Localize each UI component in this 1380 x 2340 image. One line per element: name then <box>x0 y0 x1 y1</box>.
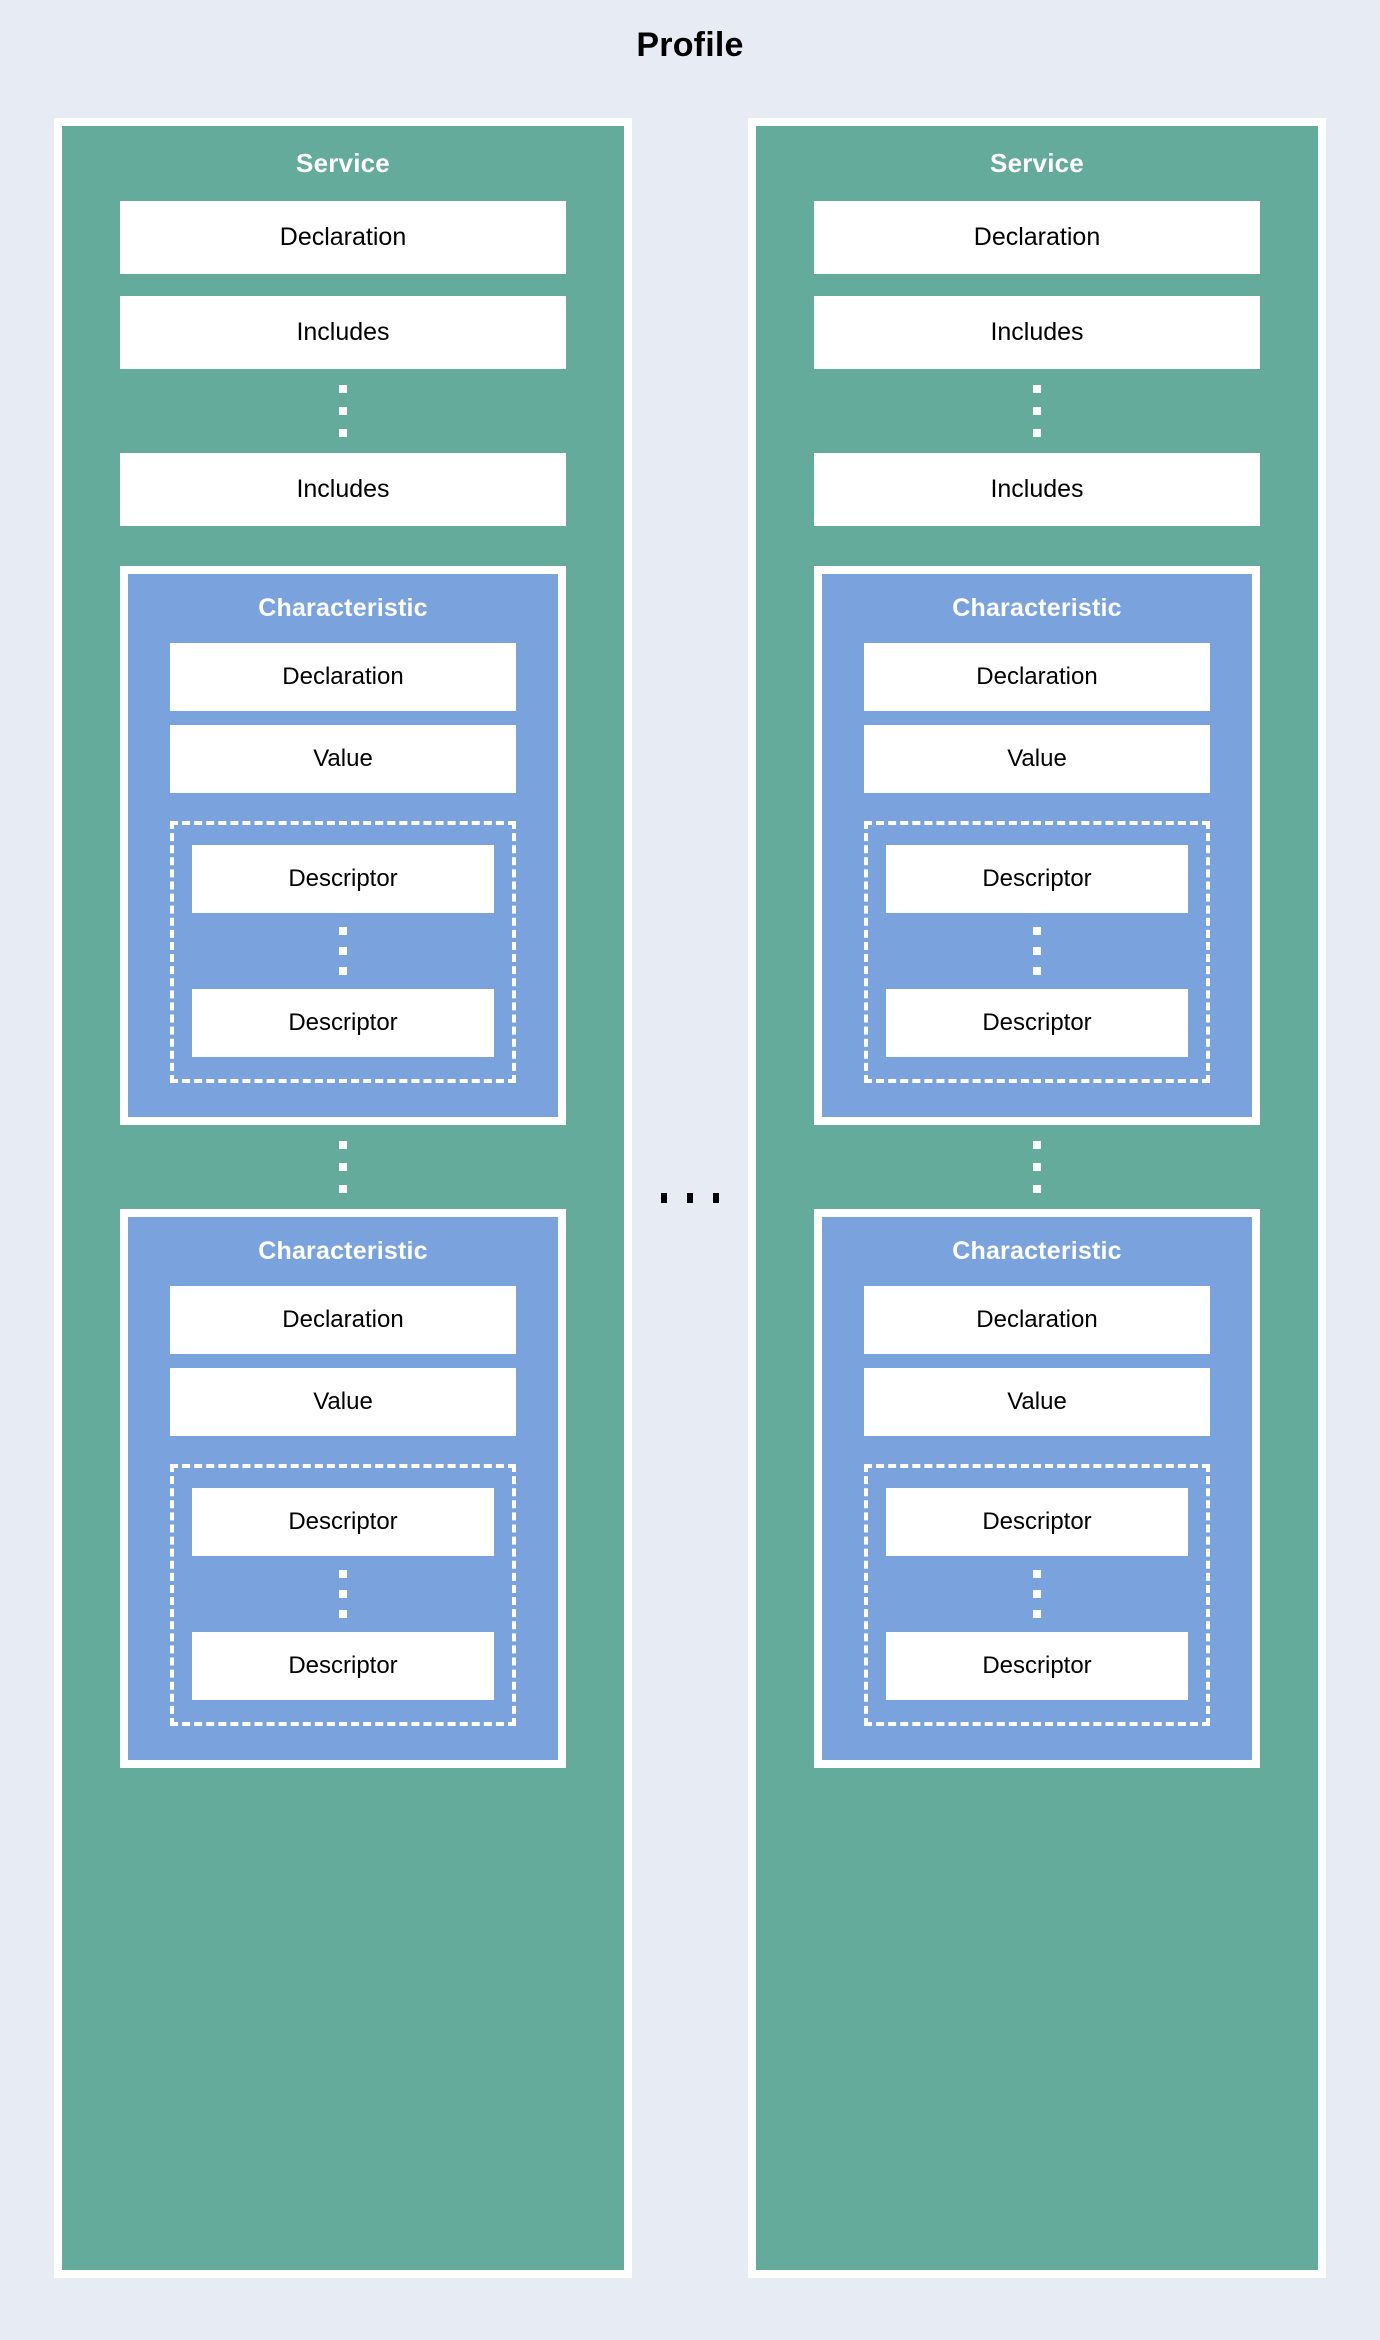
between-services-ellipsis-wrap <box>661 118 719 2278</box>
spacer <box>864 711 1210 725</box>
ellipsis-dot <box>339 1141 347 1149</box>
spacer <box>814 526 1260 566</box>
ellipsis-dot <box>1033 1570 1041 1578</box>
ellipsis-dot <box>1033 1590 1041 1598</box>
ellipsis-dot <box>713 1193 719 1203</box>
descriptor-box-last[interactable]: Descriptor <box>192 1632 494 1700</box>
ellipsis-dot <box>1033 967 1041 975</box>
descriptor-box-first[interactable]: Descriptor <box>192 845 494 913</box>
descriptor-box-last[interactable]: Descriptor <box>886 989 1188 1057</box>
spacer <box>170 793 516 821</box>
ellipsis-dot <box>1033 1610 1041 1618</box>
spacer <box>170 1354 516 1368</box>
service-box-1[interactable]: Service Declaration Includes Includes Ch… <box>748 118 1326 2278</box>
characteristic-declaration-box[interactable]: Declaration <box>170 643 516 711</box>
characteristic-box-0[interactable]: Characteristic Declaration Value Descrip… <box>814 566 1260 1125</box>
spacer <box>120 274 566 296</box>
ellipsis-dot <box>1033 407 1041 415</box>
service-title: Service <box>990 148 1084 178</box>
ellipsis-dot <box>339 385 347 393</box>
service-includes-box-first[interactable]: Includes <box>814 296 1260 369</box>
ellipsis-dot <box>339 947 347 955</box>
characteristic-box-0[interactable]: Characteristic Declaration Value Descrip… <box>120 566 566 1125</box>
descriptor-box-last[interactable]: Descriptor <box>886 1632 1188 1700</box>
ellipsis-dot <box>339 407 347 415</box>
descriptor-box-first[interactable]: Descriptor <box>886 845 1188 913</box>
descriptor-box-first[interactable]: Descriptor <box>886 1488 1188 1556</box>
ellipsis-dot <box>1033 385 1041 393</box>
characteristics-ellipsis <box>120 1125 566 1209</box>
service-includes-box-last[interactable]: Includes <box>120 453 566 526</box>
service-includes-ellipsis <box>120 369 566 453</box>
service-title: Service <box>296 148 390 178</box>
spacer <box>864 1436 1210 1464</box>
characteristic-title: Characteristic <box>952 594 1122 622</box>
spacer <box>864 793 1210 821</box>
characteristic-declaration-box[interactable]: Declaration <box>864 643 1210 711</box>
descriptor-ellipsis <box>886 913 1188 989</box>
ellipsis-dot <box>661 1193 667 1203</box>
descriptor-group: Descriptor Descriptor <box>864 821 1210 1083</box>
descriptor-box-last[interactable]: Descriptor <box>192 989 494 1057</box>
service-declaration-box[interactable]: Declaration <box>814 201 1260 274</box>
characteristic-title: Characteristic <box>258 1237 428 1265</box>
descriptor-group: Descriptor Descriptor <box>170 1464 516 1726</box>
characteristics-ellipsis <box>814 1125 1260 1209</box>
ellipsis-dot <box>1033 429 1041 437</box>
characteristic-box-1[interactable]: Characteristic Declaration Value Descrip… <box>120 1209 566 1768</box>
spacer <box>120 526 566 566</box>
characteristic-value-box[interactable]: Value <box>864 1368 1210 1436</box>
spacer <box>814 274 1260 296</box>
spacer <box>864 1354 1210 1368</box>
descriptor-ellipsis <box>886 1556 1188 1632</box>
descriptor-group: Descriptor Descriptor <box>170 821 516 1083</box>
ellipsis-dot <box>339 1570 347 1578</box>
services-row: Service Declaration Includes Includes Ch… <box>54 118 1326 2278</box>
ellipsis-dot <box>339 1185 347 1193</box>
service-declaration-box[interactable]: Declaration <box>120 201 566 274</box>
characteristic-value-box[interactable]: Value <box>170 725 516 793</box>
ellipsis-dot <box>339 1610 347 1618</box>
ellipsis-dot <box>339 1163 347 1171</box>
characteristic-box-1[interactable]: Characteristic Declaration Value Descrip… <box>814 1209 1260 1768</box>
descriptor-group: Descriptor Descriptor <box>864 1464 1210 1726</box>
ellipsis-dot <box>1033 1163 1041 1171</box>
ellipsis-dot <box>339 927 347 935</box>
ellipsis-dot <box>339 429 347 437</box>
descriptor-ellipsis <box>192 913 494 989</box>
characteristic-title: Characteristic <box>258 594 428 622</box>
spacer <box>170 711 516 725</box>
ellipsis-dot <box>339 1590 347 1598</box>
spacer <box>170 1436 516 1464</box>
characteristic-declaration-box[interactable]: Declaration <box>170 1286 516 1354</box>
characteristic-declaration-box[interactable]: Declaration <box>864 1286 1210 1354</box>
ellipsis-dot <box>1033 927 1041 935</box>
characteristic-value-box[interactable]: Value <box>864 725 1210 793</box>
service-includes-box-last[interactable]: Includes <box>814 453 1260 526</box>
service-includes-box-first[interactable]: Includes <box>120 296 566 369</box>
ellipsis-dot <box>339 967 347 975</box>
descriptor-box-first[interactable]: Descriptor <box>192 1488 494 1556</box>
page-title: Profile <box>636 26 744 64</box>
ellipsis-dot <box>1033 1141 1041 1149</box>
service-includes-ellipsis <box>814 369 1260 453</box>
characteristic-value-box[interactable]: Value <box>170 1368 516 1436</box>
between-services-ellipsis <box>661 1168 719 1228</box>
descriptor-ellipsis <box>192 1556 494 1632</box>
ellipsis-dot <box>687 1193 693 1203</box>
characteristic-title: Characteristic <box>952 1237 1122 1265</box>
ellipsis-dot <box>1033 1185 1041 1193</box>
ellipsis-dot <box>1033 947 1041 955</box>
service-box-0[interactable]: Service Declaration Includes Includes Ch… <box>54 118 632 2278</box>
